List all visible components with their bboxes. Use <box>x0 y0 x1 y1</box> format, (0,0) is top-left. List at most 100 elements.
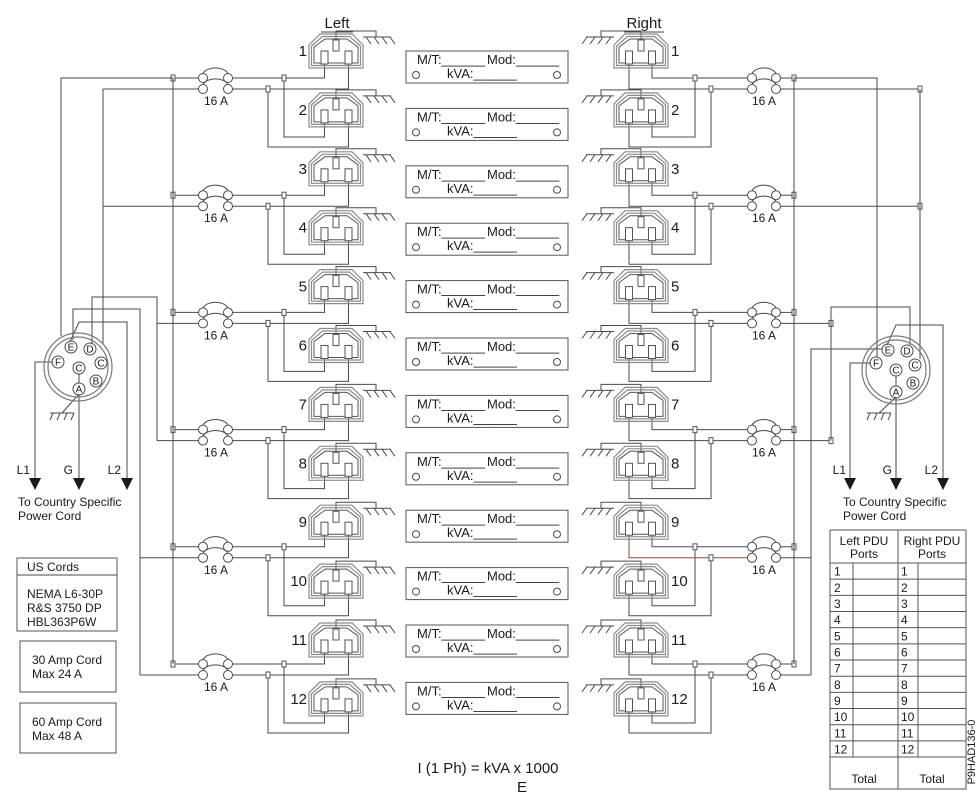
right-trunk-l1 <box>794 77 878 357</box>
pin-label: B <box>910 379 917 390</box>
line-pin <box>320 521 329 536</box>
ground-lead <box>335 325 377 335</box>
mounting-hole-icon <box>553 587 561 596</box>
right-line-feed <box>651 664 696 724</box>
receptacle-inner-shell <box>618 215 664 241</box>
receptacle-mid-shell <box>310 624 362 656</box>
receptacle-right-11: 11 <box>581 622 687 658</box>
receptacle-right-1: 1 <box>581 33 679 69</box>
neutral-pin <box>344 580 353 595</box>
receptacle-outer-shell <box>308 622 364 658</box>
earth-tick <box>373 684 380 693</box>
breaker-terminal <box>747 552 757 563</box>
receptacle-number: 6 <box>299 338 307 355</box>
earth-tick <box>605 507 612 516</box>
earth-tick <box>63 412 68 421</box>
ground-pin <box>332 569 340 582</box>
receptacle-number: 1 <box>671 43 679 60</box>
junction-node <box>708 671 714 679</box>
junction-node <box>281 660 287 668</box>
breaker-rating: 16 A <box>204 211 228 225</box>
port-table-right-port: 7 <box>901 662 908 676</box>
earth-tick <box>589 449 596 457</box>
mounting-hole-icon <box>412 71 420 79</box>
pin-c-center <box>72 361 86 375</box>
receptacle-right-8: 8 <box>581 445 679 481</box>
earth-tick <box>589 684 596 693</box>
earth-tick <box>581 95 588 104</box>
earth-tick <box>381 449 388 457</box>
pin-e <box>64 340 78 354</box>
neutral-pin <box>648 345 656 359</box>
breaker-terminal <box>198 552 208 563</box>
breaker-left-3-l1 <box>198 301 233 318</box>
receptacle-right-4: 4 <box>581 210 679 246</box>
cord-caption: To Country Specific <box>843 495 946 509</box>
line-pin <box>625 286 633 301</box>
receptacle-number: 8 <box>671 455 679 472</box>
earth-tick <box>597 331 604 339</box>
output-arrow-icon <box>890 478 902 490</box>
label-plate-frame <box>405 222 569 256</box>
receptacle-mid-shell <box>615 35 667 67</box>
receptacle-inner-shell <box>313 450 359 476</box>
breaker-right-4-l2 <box>747 429 781 446</box>
breaker-terminal <box>747 84 757 94</box>
earth-tick <box>589 36 596 45</box>
earth-ground-icon <box>363 154 396 163</box>
breaker-right-3-l2 <box>747 312 781 329</box>
earth-tick <box>381 331 388 339</box>
breaker-right-2-l2 <box>747 195 781 212</box>
breaker-arc <box>751 301 777 309</box>
breaker-arc <box>202 653 229 660</box>
ground-lead <box>600 678 642 688</box>
earth-ground-icon <box>581 154 614 163</box>
cord-rating-line: 30 Amp Cord <box>32 653 102 667</box>
breaker-left-2-l2 <box>198 195 233 212</box>
mounting-hole-icon <box>553 415 561 424</box>
label-plate: M/T:______Mod:______kVA:______ <box>405 165 569 199</box>
machine-type-field: M/T:______ <box>417 109 486 124</box>
port-table-left-port: 8 <box>834 678 841 692</box>
neutral-pin <box>344 403 353 418</box>
earth-tick <box>605 331 612 339</box>
junction-node <box>265 85 271 93</box>
earth-tick <box>581 507 588 516</box>
earth-tick <box>373 331 380 339</box>
left-trunk-e <box>72 308 141 675</box>
breaker-terminal <box>198 318 208 329</box>
earth-tick <box>589 154 596 163</box>
mounting-hole-icon <box>553 128 561 137</box>
breaker-arc <box>751 547 777 554</box>
lead-l2 <box>69 321 128 480</box>
label-plate-frame <box>405 681 569 715</box>
left-phase-feed <box>232 299 349 324</box>
earth-ground-icon <box>363 566 396 575</box>
output-arrow-icon <box>121 478 133 490</box>
label-plate-frame <box>405 452 569 486</box>
earth-tick <box>581 566 588 575</box>
right-phase-feed <box>628 417 748 442</box>
breaker-arc <box>202 418 229 426</box>
kva-field: kVA:______ <box>447 353 518 368</box>
neutral-pin <box>344 639 353 654</box>
receptacle-left-5: 5 <box>299 269 396 305</box>
receptacle-inner-shell <box>313 274 359 300</box>
model-field: Mod:______ <box>487 339 560 354</box>
port-table-right-port: 10 <box>901 710 915 724</box>
receptacle-outer-shell <box>308 33 364 69</box>
receptacle-mid-shell <box>310 683 362 715</box>
breaker-arc <box>751 536 777 543</box>
label-plate-frame <box>405 165 569 199</box>
earth-tick <box>581 625 588 634</box>
junction-node <box>281 543 287 551</box>
output-label-g: G <box>64 463 73 477</box>
earth-ground-icon <box>581 331 614 339</box>
breaker-arc <box>202 78 229 85</box>
pin-label: D <box>903 347 910 358</box>
receptacle-outer-shell <box>613 386 669 422</box>
earth-tick <box>605 449 612 457</box>
receptacle-number: 5 <box>299 279 307 296</box>
